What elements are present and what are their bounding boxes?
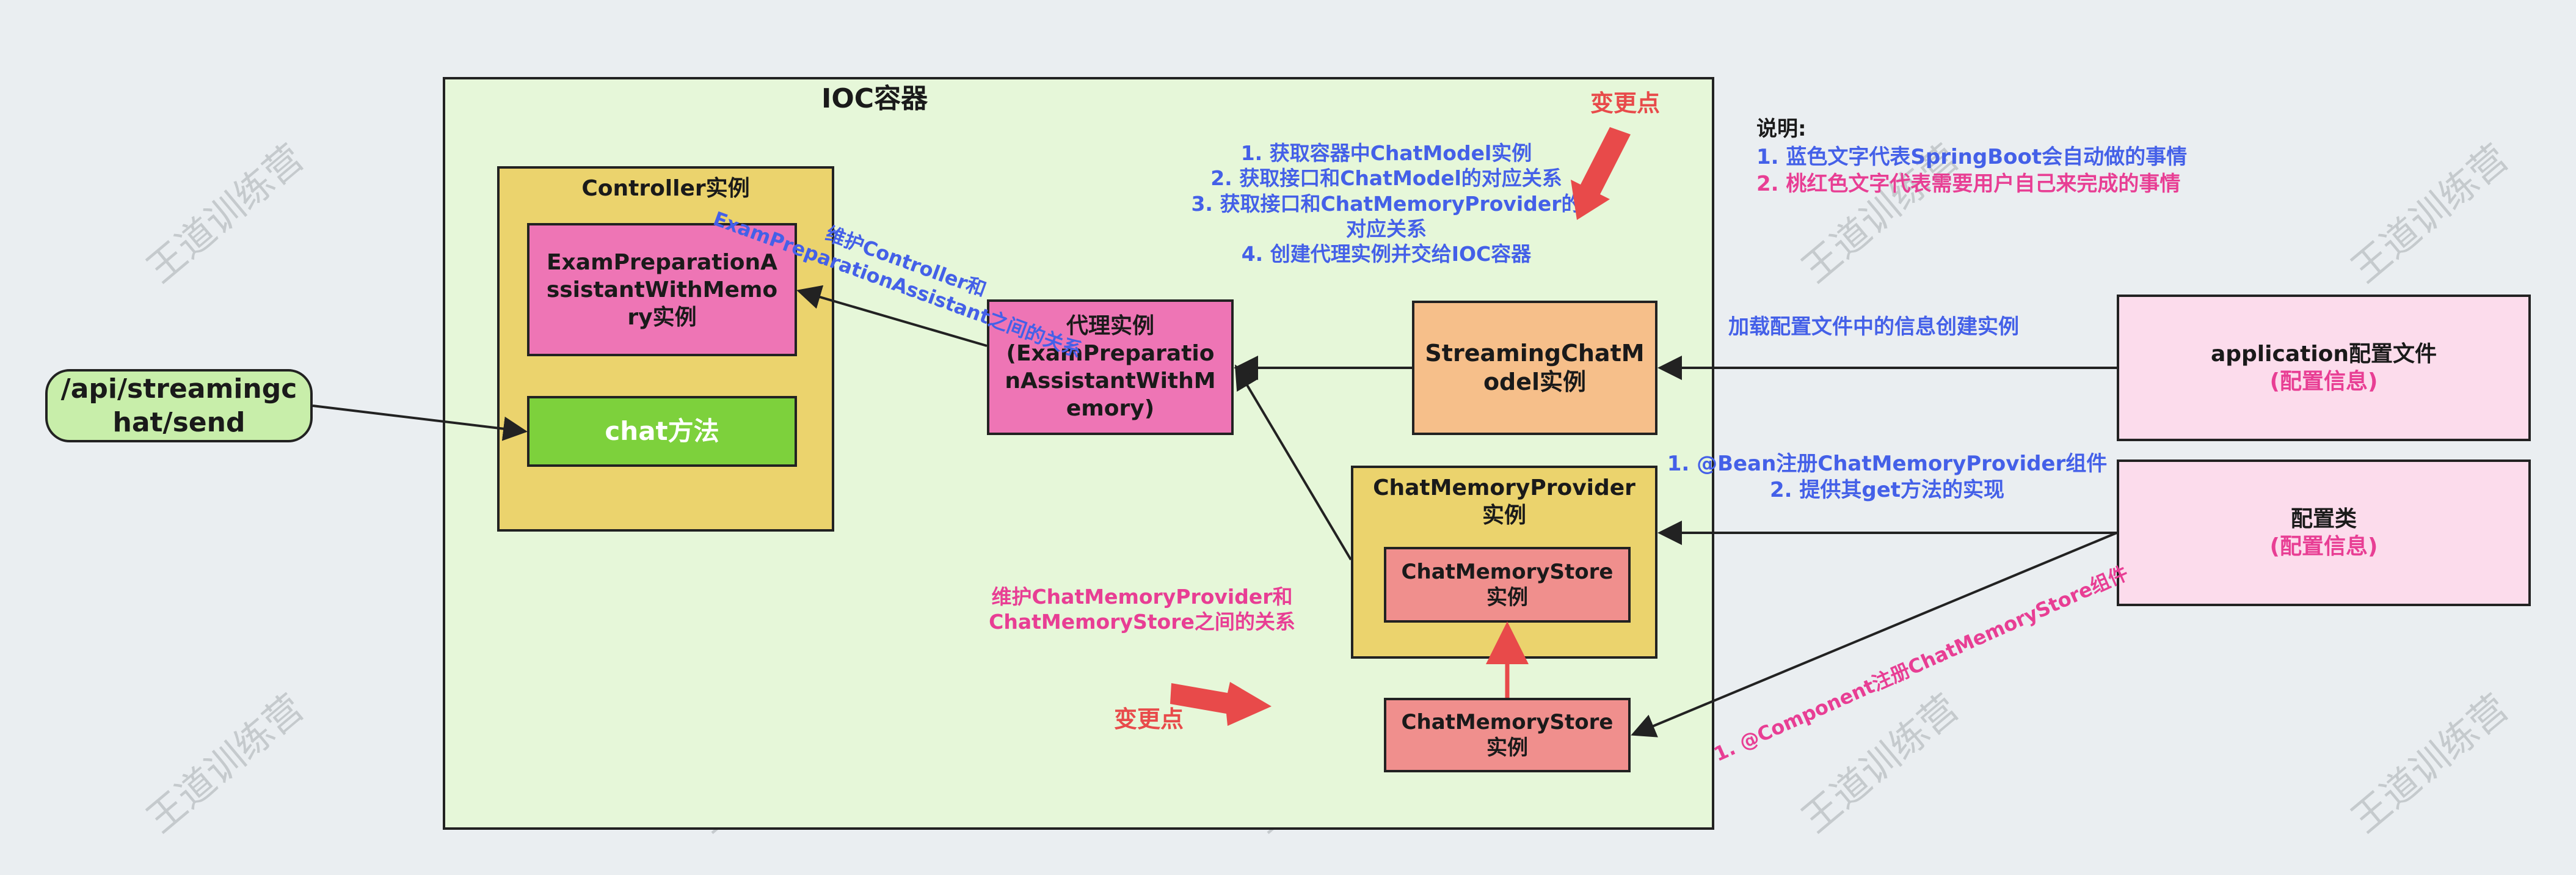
legend-blue-item: 1. 蓝色文字代表SpringBoot会自动做的事情 [1756,145,2188,169]
application-config-title: application配置文件 [2210,342,2437,367]
change-point-bottom-label: 变更点 [1114,706,1184,733]
proxy-to-assistant-arrow [796,285,988,347]
change-point-bottom-arrow [1170,682,1272,726]
memory-provider-title: ChatMemoryProvider 实例 [1373,475,1635,528]
endpoint-label: /api/streamingc hat/send [60,373,297,438]
application-config-box: application配置文件 (配置信息) [2117,295,2531,441]
change-point-top-arrow [1571,127,1631,220]
proxy-instance-label: 代理实例 (ExamPreparatio nAssistantWithM emo… [1005,313,1216,421]
bean-register-note: 1. @Bean注册ChatMemoryProvider组件 2. 提供其get… [1667,452,2108,502]
proxy-steps-note: 1. 获取容器中ChatModel实例 2. 获取接口和ChatModel的对应… [1191,141,1582,266]
change-point-top-label: 变更点 [1590,90,1661,117]
memory-store-box: ChatMemoryStore 实例 [1384,698,1631,772]
maintain-memory-note: 维护ChatMemoryProvider和 ChatMemoryStore之间的… [989,585,1295,634]
memory-store-label: ChatMemoryStore 实例 [1401,709,1614,761]
config-class-title: 配置类 [2290,507,2357,532]
controller-title: Controller实例 [581,176,750,201]
proxy-instance-box: 代理实例 (ExamPreparatio nAssistantWithM emo… [987,299,1234,435]
endpoint-node: /api/streamingc hat/send [45,369,313,442]
ioc-container-title: IOC容器 [821,83,928,114]
provider-to-proxy-arrow [1234,364,1352,561]
endpoint-to-chat-arrow [312,405,528,441]
application-config-sub: (配置信息) [2269,369,2378,394]
streaming-model-label: StreamingChatM odel实例 [1425,339,1645,396]
legend-title: 说明: [1756,117,1806,141]
config-class-box: 配置类 (配置信息) [2117,459,2531,606]
streaming-model-box: StreamingChatM odel实例 [1412,301,1657,435]
load-config-note: 加载配置文件中的信息创建实例 [1728,315,2019,339]
legend-pink-item: 2. 桃红色文字代表需要用户自己来完成的事情 [1756,172,2181,196]
inner-memory-store-label: ChatMemoryStore 实例 [1401,559,1614,610]
chat-method-box: chat方法 [527,396,797,467]
assistant-instance-label: ExamPreparationA ssistantWithMemo ry实例 [546,249,778,330]
inner-memory-store-box: ChatMemoryStore 实例 [1384,547,1631,623]
chat-method-label: chat方法 [605,416,719,446]
config-class-sub: (配置信息) [2269,534,2378,559]
assistant-instance-box: ExamPreparationA ssistantWithMemo ry实例 [527,223,797,356]
config-class-to-store-arrow [1631,532,2117,738]
